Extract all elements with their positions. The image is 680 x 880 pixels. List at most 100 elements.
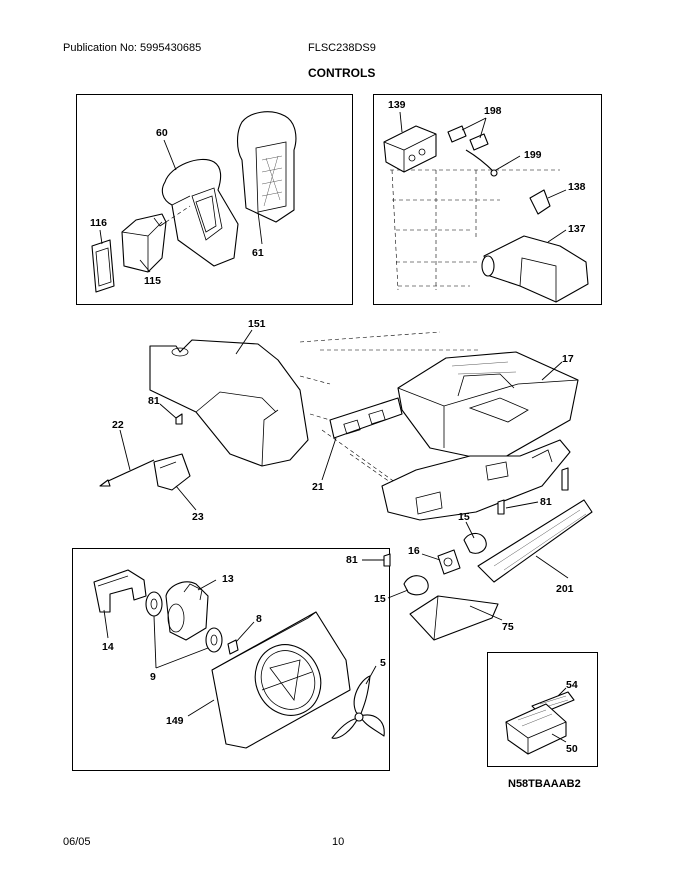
leader-61 — [257, 211, 263, 245]
label-115: 115 — [144, 275, 161, 287]
label-137: 137 — [568, 223, 586, 235]
leader-149 — [187, 699, 215, 717]
label-116: 116 — [90, 217, 107, 229]
leader-50 — [551, 733, 567, 743]
leader-198b — [479, 117, 487, 139]
leader-16 — [421, 553, 441, 561]
manual-kit-inset-box — [487, 652, 598, 767]
label-81-right: 81 — [540, 496, 552, 508]
dispenser-switch-inset-box — [373, 94, 602, 305]
label-139: 139 — [388, 99, 406, 111]
leader-198a — [461, 117, 487, 131]
leader-137 — [547, 229, 567, 243]
label-199: 199 — [524, 149, 542, 161]
part-50-bag — [505, 703, 567, 755]
leader-60 — [163, 139, 177, 171]
label-23: 23 — [192, 511, 204, 523]
label-16: 16 — [408, 545, 420, 557]
label-22: 22 — [112, 419, 124, 431]
leader-75 — [469, 605, 503, 621]
part-75-deflector — [409, 595, 499, 641]
part-139-module — [383, 125, 437, 173]
part-201-light-cover — [477, 499, 593, 583]
leader-9b — [155, 647, 209, 669]
part-138-clip — [529, 189, 551, 215]
label-149: 149 — [166, 715, 184, 727]
page-title: CONTROLS — [308, 66, 376, 80]
leader-14 — [103, 609, 109, 639]
part-151-cover — [149, 339, 309, 467]
leader-199 — [495, 155, 521, 171]
label-54: 54 — [566, 679, 578, 691]
leader-201 — [535, 555, 569, 579]
fan-motor-inset-box — [72, 548, 390, 771]
page-number: 10 — [332, 836, 345, 848]
leader-115 — [139, 259, 151, 273]
part-198-switch-clips — [447, 125, 489, 151]
dispenser-background-ghost — [390, 169, 560, 291]
leader-21 — [321, 437, 337, 481]
label-60: 60 — [156, 127, 168, 139]
leader-81a — [159, 403, 177, 419]
screw-81-lower — [383, 553, 391, 567]
part-23-cover — [153, 453, 191, 491]
leader-5 — [365, 665, 377, 685]
label-8: 8 — [256, 613, 262, 625]
leader-22 — [119, 429, 131, 471]
leader-116 — [99, 229, 103, 245]
leader-23 — [175, 485, 197, 511]
part-60-housing — [161, 158, 239, 267]
label-198: 198 — [484, 105, 502, 117]
part-16-socket — [437, 549, 461, 575]
part-8-clip — [227, 639, 239, 655]
part-61-grille — [236, 111, 297, 223]
publication-number: Publication No: 5995430685 — [63, 42, 202, 54]
part-199-wire — [465, 149, 495, 173]
part-137-paddle — [481, 235, 589, 303]
leader-13 — [197, 579, 217, 591]
leader-54 — [557, 687, 567, 697]
label-13: 13 — [222, 573, 234, 585]
leader-138 — [547, 189, 567, 199]
label-14: 14 — [102, 641, 114, 653]
label-81-upper: 81 — [148, 395, 160, 407]
label-17: 17 — [562, 353, 574, 365]
leader-81b — [505, 501, 539, 509]
part-15-bulbs — [403, 532, 487, 596]
part-9-mounts — [145, 591, 223, 653]
diagram-code: N58TBAAAB2 — [508, 778, 581, 790]
label-9: 9 — [150, 671, 156, 683]
label-151: 151 — [248, 318, 266, 330]
leader-9a — [153, 615, 157, 669]
screw-81-right — [497, 499, 505, 515]
label-81-lower: 81 — [346, 554, 358, 566]
label-50: 50 — [566, 743, 578, 755]
label-201: 201 — [556, 583, 574, 595]
leader-8 — [235, 621, 255, 643]
leader-17 — [541, 361, 563, 381]
label-138: 138 — [568, 181, 586, 193]
screw-right-side — [561, 467, 569, 491]
part-17-housing — [397, 351, 579, 463]
model-number: FLSC238DS9 — [308, 42, 376, 54]
leader-15b — [387, 589, 409, 599]
fan-housing-inset-box — [76, 94, 353, 305]
dispenser-front-panel — [381, 439, 571, 521]
screw-81-upper — [175, 413, 183, 425]
footer-date: 06/05 — [63, 836, 91, 848]
label-21: 21 — [312, 481, 324, 493]
part-14-bracket — [93, 569, 147, 613]
part-22-wire — [99, 459, 155, 487]
leader-139 — [399, 111, 403, 133]
part-115-fan-box — [121, 213, 167, 273]
label-15-upper: 15 — [458, 511, 470, 523]
label-61: 61 — [252, 247, 264, 259]
part-116-filter — [91, 239, 115, 293]
part-13-motor — [165, 581, 209, 641]
part-149-fan-shroud — [211, 611, 351, 749]
label-75: 75 — [502, 621, 514, 633]
leader-15a — [465, 521, 475, 539]
part-21-bracket — [329, 397, 403, 439]
label-15-lower: 15 — [374, 593, 386, 605]
